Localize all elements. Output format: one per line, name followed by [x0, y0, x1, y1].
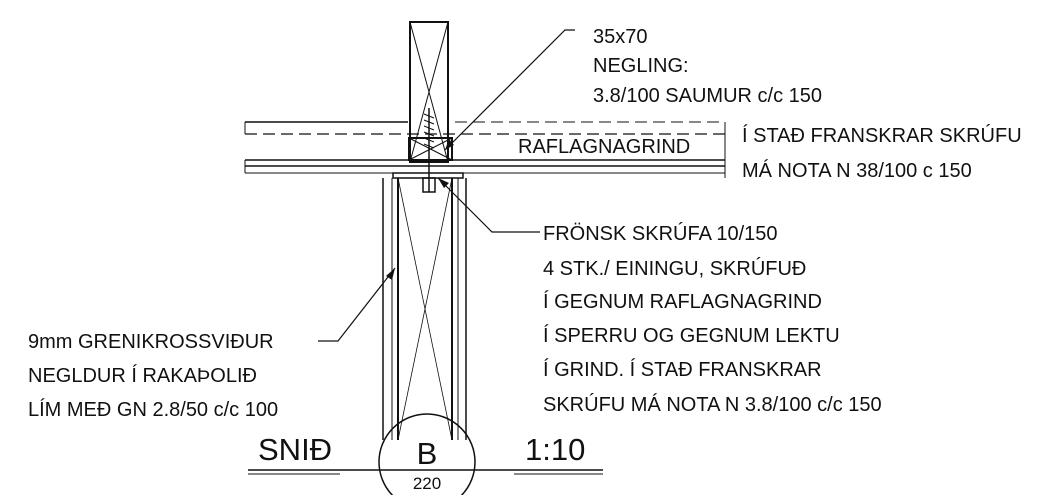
alt-note-line-2: MÁ NOTA N 38/100 c 150 [742, 159, 972, 182]
nailing-spec-label: 3.8/100 SAUMUR c/c 150 [593, 85, 822, 107]
service-frame-label: RAFLAGNAGRIND [518, 136, 690, 158]
screw-note-line-5: Í GRIND. Í STAÐ FRANSKRAR [543, 358, 822, 381]
alt-note-line-1: Í STAÐ FRANSKRAR SKRÚFU [742, 124, 1022, 147]
sheet-number: 220 [413, 474, 441, 493]
nailing-title-label: NEGLING: [593, 55, 689, 77]
timber-size-label: 35x70 [593, 26, 648, 48]
horizontal-lath [244, 159, 725, 174]
screw-head [392, 150, 464, 193]
screw-note-line-4: Í SPERRU OG GEGNUM LEKTU [543, 324, 840, 347]
screw-note-line-2: 4 STK./ EININGU, SKRÚFUÐ [543, 257, 806, 280]
title-block: SNIÐ B 220 1:10 [248, 413, 603, 495]
batten-block [408, 137, 453, 161]
rafter [382, 177, 467, 441]
service-frame-lines [244, 121, 726, 178]
screw-note-line-1: FRÖNSK SKRÚFA 10/150 [543, 222, 778, 245]
leader-lines [318, 29, 575, 342]
plywood-note-line-1: 9mm GRENIKROSSVIÐUR [28, 331, 274, 353]
screw-note-line-6: SKRÚFU MÁ NOTA N 3.8/100 c/c 150 [543, 393, 882, 416]
nail-symbol [423, 108, 435, 150]
detail-letter: B [417, 436, 438, 471]
plywood-note-line-2: NEGLDUR Í RAKAÞOLIÐ [28, 364, 257, 387]
section-word: SNIÐ [258, 432, 332, 467]
plywood-note-line-3: LÍM MEÐ GN 2.8/50 c/c 100 [28, 398, 278, 421]
scale-label: 1:10 [525, 432, 585, 467]
screw-note-line-3: Í GEGNUM RAFLAGNAGRIND [543, 290, 822, 313]
